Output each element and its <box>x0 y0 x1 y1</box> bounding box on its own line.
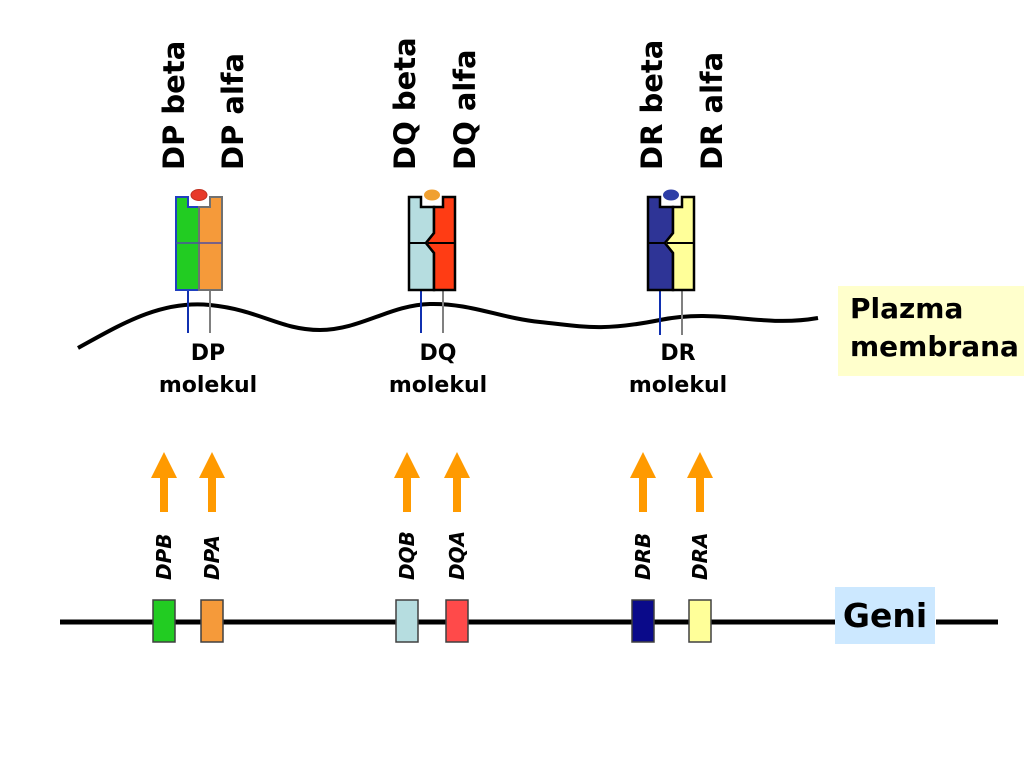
dp-molecule-word: molekul <box>159 373 257 398</box>
plasma-membrane-line1: Plazma <box>850 292 964 325</box>
dpa-arrow-icon <box>199 452 225 478</box>
dra-arrow-icon <box>687 452 713 478</box>
dqb-arrow-icon <box>394 452 420 478</box>
dra-arrow-shaft <box>696 474 704 512</box>
dra-gene-label: DRA <box>688 533 712 580</box>
dra-gene-box <box>688 599 712 643</box>
dp-molecule-name: DP <box>191 341 225 366</box>
dq-molecule-word: molekul <box>389 373 487 398</box>
dpb-gene-box <box>152 599 176 643</box>
drb-gene-box <box>631 599 655 643</box>
dq-molecule <box>407 189 457 333</box>
dr-beta-label: DR beta <box>635 40 669 170</box>
dqb-gene-label: DQB <box>395 531 419 580</box>
dp-alpha-label: DP alfa <box>216 53 250 170</box>
drb-arrow-icon <box>630 452 656 478</box>
genes-label: Geni <box>835 587 935 644</box>
dqa-arrow-icon <box>444 452 470 478</box>
dpa-arrow-shaft <box>208 474 216 512</box>
dr-molecule-word: molekul <box>629 373 727 398</box>
plasma-membrane-label: Plazma membrana <box>838 286 1024 376</box>
dpb-gene-label: DPB <box>152 533 176 580</box>
dq-alpha-label: DQ alfa <box>448 49 482 170</box>
dpa-gene-box <box>200 599 224 643</box>
dpa-gene-label: DPA <box>200 535 224 580</box>
dr-molecule-name: DR <box>660 341 695 366</box>
dq-molecule-name: DQ <box>420 341 457 366</box>
dpb-arrow-shaft <box>160 474 168 512</box>
drb-gene-label: DRB <box>631 533 655 580</box>
dp-beta-label: DP beta <box>157 41 191 170</box>
dr-peptide <box>663 189 679 201</box>
drb-arrow-shaft <box>639 474 647 512</box>
dpb-arrow-icon <box>151 452 177 478</box>
dqa-gene-box <box>445 599 469 643</box>
dr-alpha-label: DR alfa <box>695 52 729 170</box>
plasma-membrane-line <box>77 301 819 350</box>
dqa-arrow-shaft <box>453 474 461 512</box>
dq-beta-label: DQ beta <box>388 37 422 170</box>
plasma-membrane-line2: membrana <box>850 330 1019 363</box>
dq-peptide <box>424 189 440 201</box>
dqa-gene-label: DQA <box>445 531 469 580</box>
dp-molecule <box>175 189 223 333</box>
dqb-arrow-shaft <box>403 474 411 512</box>
dr-molecule <box>646 189 696 335</box>
dqb-gene-box <box>395 599 419 643</box>
dp-peptide <box>190 189 208 201</box>
